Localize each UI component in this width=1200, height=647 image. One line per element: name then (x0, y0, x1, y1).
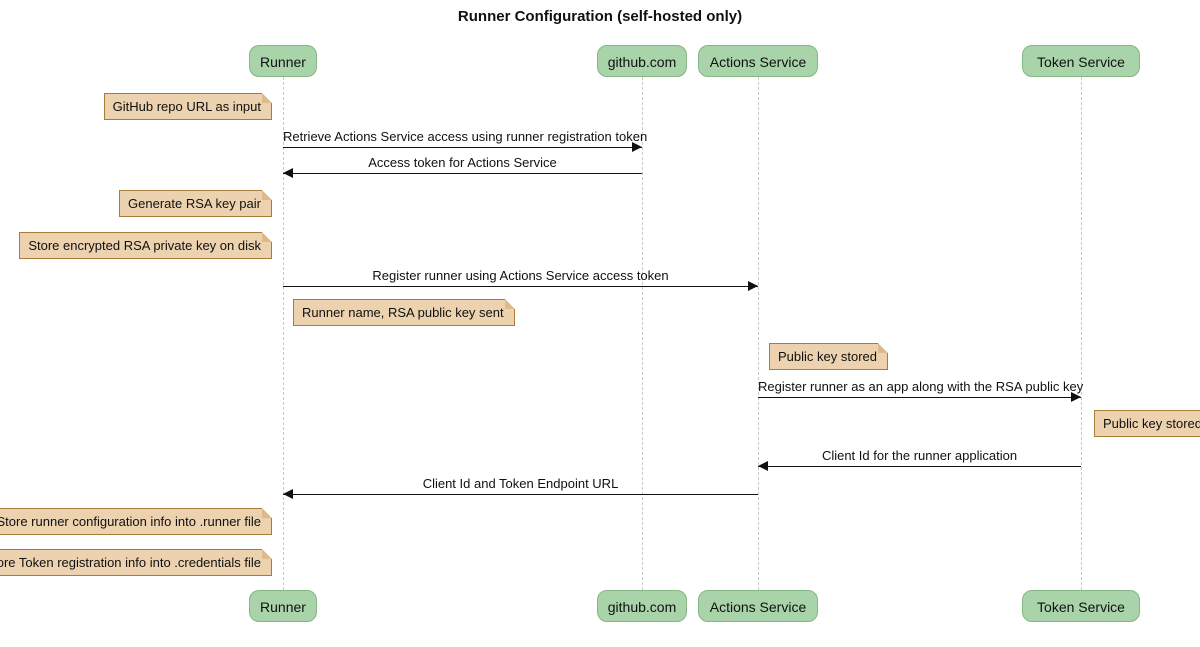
message-label: Access token for Actions Service (368, 155, 557, 170)
actor-github-com-top: github.com (597, 45, 687, 77)
actor-token-service-bottom: Token Service (1022, 590, 1140, 622)
actor-actions-service-bottom: Actions Service (698, 590, 818, 622)
message-line (283, 494, 758, 495)
arrowhead-right-icon (748, 281, 758, 291)
actor-token-service-top: Token Service (1022, 45, 1140, 77)
message-line (283, 286, 758, 287)
message-line (758, 397, 1081, 398)
message-label: Register runner using Actions Service ac… (372, 268, 669, 283)
message-label: Client Id for the runner application (821, 448, 1018, 463)
note: Public key stored (1094, 410, 1200, 437)
actor-github-com-bottom: github.com (597, 590, 687, 622)
arrowhead-left-icon (758, 461, 768, 471)
message-label: Client Id and Token Endpoint URL (422, 476, 619, 491)
message-label: Retrieve Actions Service access using ru… (283, 129, 648, 144)
note: Public key stored (769, 343, 888, 370)
message-line (283, 173, 642, 174)
note: Store encrypted RSA private key on disk (19, 232, 272, 259)
lifeline-actions-service (758, 77, 759, 590)
lifeline-runner (283, 77, 284, 590)
note: Runner name, RSA public key sent (293, 299, 515, 326)
diagram-title: Runner Configuration (self-hosted only) (457, 8, 743, 25)
arrowhead-right-icon (632, 142, 642, 152)
lifeline-github-com (642, 77, 643, 590)
arrowhead-left-icon (283, 489, 293, 499)
note: Store Token registration info into .cred… (0, 549, 272, 576)
arrowhead-right-icon (1071, 392, 1081, 402)
message-line (758, 466, 1081, 467)
actor-actions-service-top: Actions Service (698, 45, 818, 77)
arrowhead-left-icon (283, 168, 293, 178)
actor-runner-bottom: Runner (249, 590, 317, 622)
actor-runner-top: Runner (249, 45, 317, 77)
lifeline-token-service (1081, 77, 1082, 590)
note: GitHub repo URL as input (103, 93, 273, 120)
message-label: Register runner as an app along with the… (758, 379, 1084, 394)
message-line (283, 147, 642, 148)
note: Store runner configuration info into .ru… (0, 508, 272, 535)
note: Generate RSA key pair (119, 190, 272, 217)
